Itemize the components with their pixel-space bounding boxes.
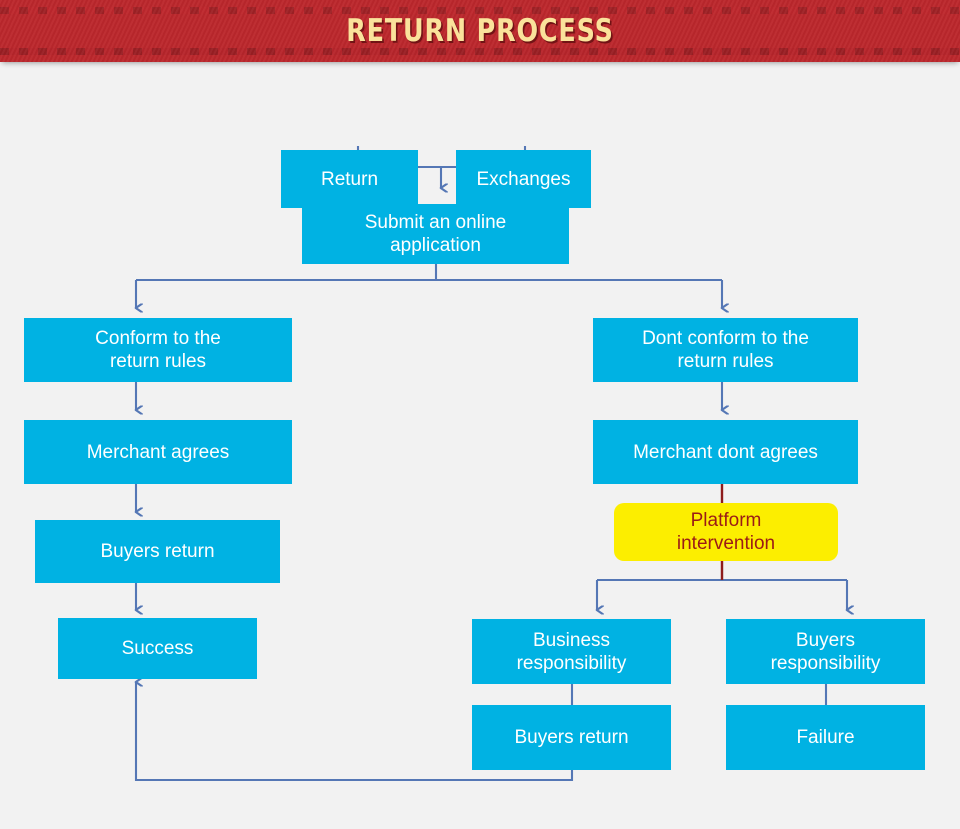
- node-submit-application[interactable]: Submit an online application: [302, 204, 569, 264]
- node-platform-intervention[interactable]: Platform intervention: [614, 503, 838, 561]
- node-merchant-agrees[interactable]: Merchant agrees: [24, 420, 292, 484]
- node-success[interactable]: Success: [58, 618, 257, 679]
- node-business-responsibility[interactable]: Business responsibility: [472, 619, 671, 684]
- flow-canvas: Return Exchanges Submit an online applic…: [0, 62, 960, 829]
- node-buyers-return-left[interactable]: Buyers return: [35, 520, 280, 583]
- node-dont-conform-to-return-rules[interactable]: Dont conform to the return rules: [593, 318, 858, 382]
- edge-submit-split: [136, 264, 722, 308]
- page-title: RETURN PROCESS: [346, 13, 614, 49]
- header-banner: RETURN PROCESS: [0, 0, 960, 62]
- node-return[interactable]: Return: [281, 150, 418, 208]
- connector-layer: [0, 146, 960, 782]
- node-buyers-responsibility[interactable]: Buyers responsibility: [726, 619, 925, 684]
- edge-loopback-success: [136, 682, 574, 782]
- node-merchant-dont-agrees[interactable]: Merchant dont agrees: [593, 420, 858, 484]
- node-buyers-return-right[interactable]: Buyers return: [472, 705, 671, 770]
- node-failure[interactable]: Failure: [726, 705, 925, 770]
- node-conform-to-return-rules[interactable]: Conform to the return rules: [24, 318, 292, 382]
- node-exchanges[interactable]: Exchanges: [456, 150, 591, 208]
